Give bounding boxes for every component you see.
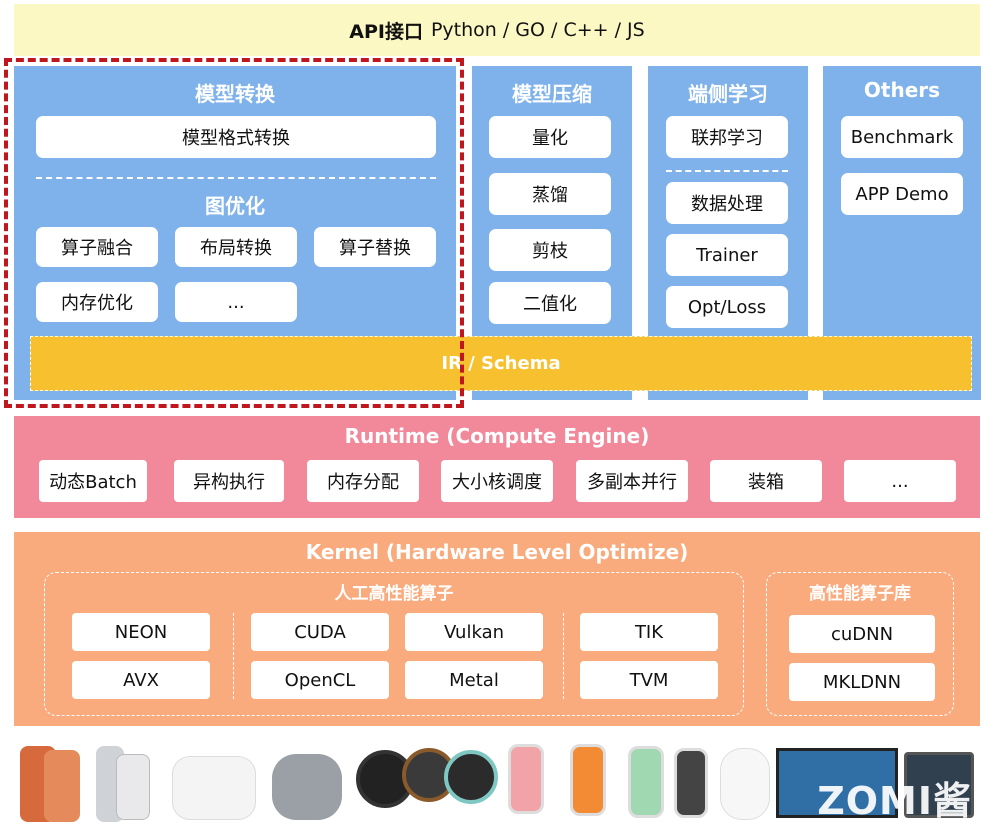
band-pink-image — [508, 744, 544, 814]
manual-kernels-title: 人工高性能算子 — [334, 584, 454, 604]
divider — [666, 170, 788, 172]
ondevice-title: 端侧学习 — [688, 82, 768, 106]
model-convert-title: 模型转换 — [195, 82, 275, 106]
federated-learning-box: 联邦学习 — [666, 116, 788, 158]
api-label: API接口 — [349, 20, 423, 43]
data-processing-box: 数据处理 — [666, 182, 788, 224]
highlight-frame — [4, 58, 464, 408]
mkldnn-box: MKLDNN — [789, 663, 935, 701]
opencl-box: OpenCL — [251, 661, 389, 699]
dynamic-batch-box: 动态Batch — [39, 460, 147, 502]
divider — [36, 177, 436, 179]
runtime-title: Runtime (Compute Engine) — [344, 424, 650, 448]
api-bar: API接口 Python / GO / C++ / JS — [14, 4, 980, 56]
layout-convert-box: 布局转换 — [175, 227, 297, 267]
tvm-box: TVM — [580, 661, 718, 699]
binarization-box: 二值化 — [489, 282, 611, 324]
divider — [233, 613, 234, 699]
kernel-libs-title: 高性能算子库 — [809, 584, 911, 604]
kernel-title: Kernel (Hardware Level Optimize) — [305, 540, 689, 564]
kernel-panel: Kernel (Hardware Level Optimize) 人工高性能算子… — [14, 532, 980, 726]
runtime-panel: Runtime (Compute Engine) 动态Batch 异构执行 内存… — [14, 416, 980, 518]
graph-opt-title: 图优化 — [205, 194, 265, 218]
earbuds-gray-image — [272, 754, 342, 820]
tv-screen-image — [776, 748, 898, 818]
ellipsis-box: ... — [175, 282, 297, 322]
cudnn-box: cuDNN — [789, 615, 935, 653]
app-demo-box: APP Demo — [841, 173, 963, 215]
memory-opt-box: 内存优化 — [36, 282, 158, 322]
heterogeneous-exec-box: 异构执行 — [174, 460, 284, 502]
watermark-logo: ZOMI酱 — [817, 779, 972, 823]
api-languages: Python / GO / C++ / JS — [430, 19, 645, 41]
kernel-libs-group: 高性能算子库 cuDNN MKLDNN — [766, 572, 954, 716]
divider — [563, 613, 564, 699]
phone-orange-back-image — [44, 750, 80, 822]
manual-kernels-group: 人工高性能算子 NEON AVX CUDA OpenCL Vulkan Meta… — [44, 572, 744, 716]
earbuds-case-image — [172, 756, 256, 820]
big-little-core-box: 大小核调度 — [441, 460, 553, 502]
avx-box: AVX — [72, 661, 210, 699]
packing-box: 装箱 — [710, 460, 822, 502]
others-title: Others — [863, 78, 941, 102]
quantization-box: 量化 — [489, 116, 611, 158]
neon-box: NEON — [72, 613, 210, 651]
memory-alloc-box: 内存分配 — [307, 460, 419, 502]
pruning-box: 剪枝 — [489, 229, 611, 271]
model-format-convert-box: 模型格式转换 — [36, 116, 436, 158]
camera-image — [720, 748, 770, 820]
band-green-image — [628, 746, 664, 818]
ir-schema-bar: IR / Schema — [30, 336, 972, 391]
smartwatch-teal-image — [444, 750, 498, 804]
distillation-box: 蒸馏 — [489, 173, 611, 215]
compression-title: 模型压缩 — [512, 82, 592, 106]
ellipsis-box: ... — [844, 460, 956, 502]
multi-replica-box: 多副本并行 — [576, 460, 688, 502]
metal-box: Metal — [405, 661, 543, 699]
phone-silver-back-image — [116, 754, 150, 820]
band-black-image — [674, 748, 708, 818]
cuda-box: CUDA — [251, 613, 389, 651]
device-lineup — [14, 740, 980, 826]
vulkan-box: Vulkan — [405, 613, 543, 651]
trainer-box: Trainer — [666, 234, 788, 276]
benchmark-box: Benchmark — [841, 116, 963, 158]
op-fusion-box: 算子融合 — [36, 227, 158, 267]
op-replace-box: 算子替换 — [314, 227, 436, 267]
tik-box: TIK — [580, 613, 718, 651]
opt-loss-box: Opt/Loss — [666, 286, 788, 328]
band-orange-image — [570, 744, 606, 816]
tablet-image — [904, 752, 974, 818]
